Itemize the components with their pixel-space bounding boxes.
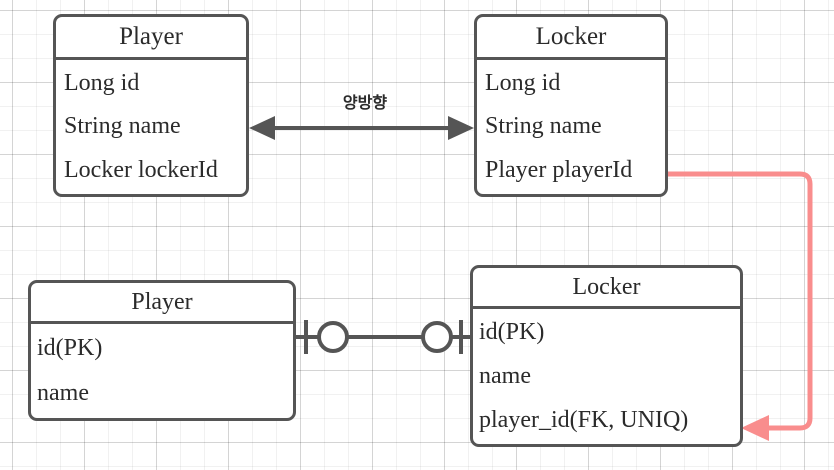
er-table-player[interactable]: Player id(PK) name [28, 280, 296, 421]
class-attr-locker-id: Long id [485, 70, 561, 97]
er-table-player-title: Player [31, 283, 293, 324]
er-column-locker-id: id(PK) [479, 319, 545, 346]
class-box-locker[interactable]: Locker Long id String name Player player… [474, 14, 668, 197]
class-box-player-attributes: Long id String name Locker lockerId [56, 60, 246, 194]
class-attr-locker-playerId: Player playerId [485, 156, 633, 183]
er-one-to-one-connector [296, 320, 470, 354]
er-column-locker-player-id: player_id(FK, UNIQ) [479, 406, 689, 433]
er-table-locker-columns: id(PK) name player_id(FK, UNIQ) [473, 309, 740, 444]
er-table-locker-title: Locker [473, 268, 740, 309]
class-box-player-title: Player [56, 17, 246, 60]
er-column-player-name: name [37, 379, 89, 406]
class-box-locker-title: Locker [477, 17, 665, 60]
left-zero-circle [317, 321, 349, 353]
fk-arrowhead [741, 415, 769, 441]
class-attr-player-lockerId: Locker lockerId [64, 156, 218, 183]
class-box-player[interactable]: Player Long id String name Locker locker… [53, 14, 249, 197]
er-table-locker[interactable]: Locker id(PK) name player_id(FK, UNIQ) [470, 265, 743, 447]
right-zero-circle [421, 321, 453, 353]
class-attr-player-id: Long id [64, 70, 140, 97]
class-attr-locker-name: String name [485, 113, 602, 140]
er-column-locker-name: name [479, 362, 531, 389]
class-attr-player-name: String name [64, 113, 181, 140]
class-box-locker-attributes: Long id String name Player playerId [477, 60, 665, 194]
bidirectional-relation-label: 양방향 [342, 93, 388, 112]
bidirectional-arrow [249, 116, 474, 140]
er-column-player-id: id(PK) [37, 334, 103, 361]
er-table-player-columns: id(PK) name [31, 324, 293, 418]
